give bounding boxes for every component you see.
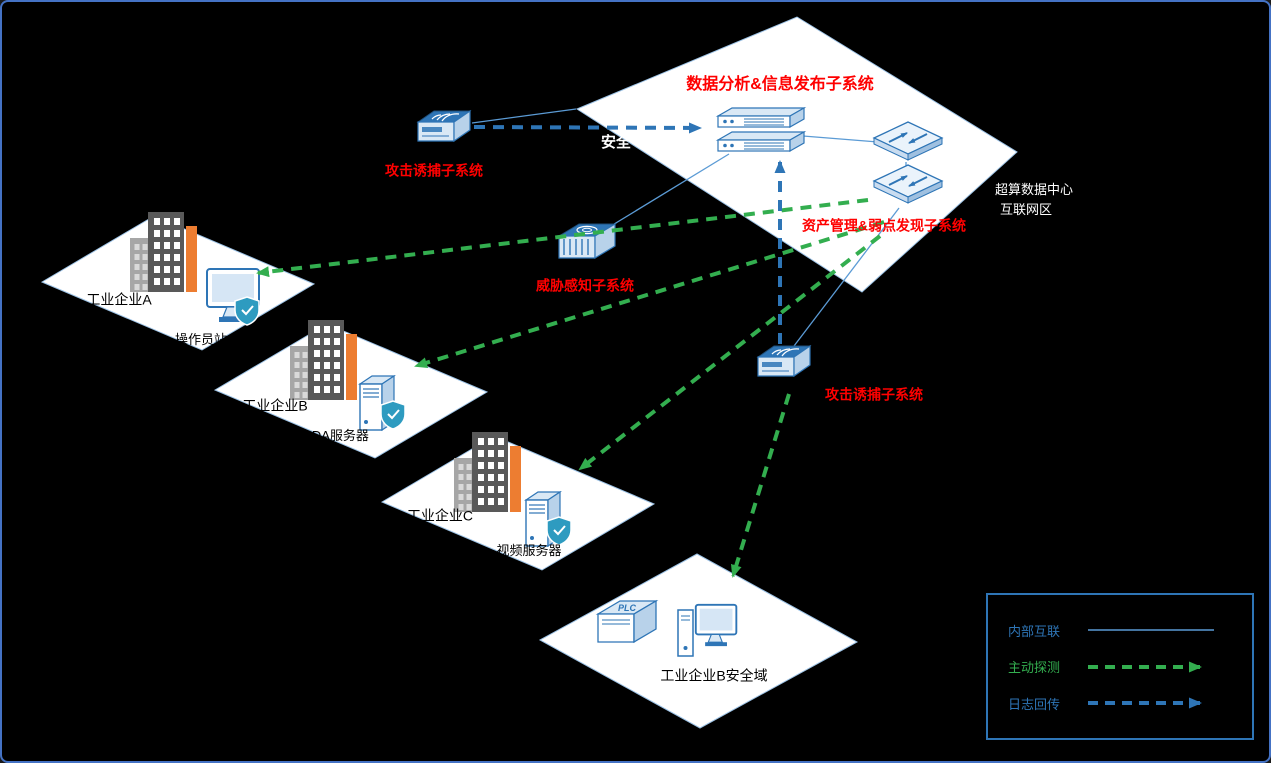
label-datacenter-line2: 互联网区 xyxy=(999,201,1053,217)
label-asset-management: 资产管理&弱点发现子系统 xyxy=(801,217,967,234)
legend-item-internal: 内部互联 xyxy=(1008,621,1232,640)
internal-link-line xyxy=(605,153,730,230)
probe-arrow-to-enterprise-b xyxy=(414,220,885,369)
threat-sense-appliance-icon xyxy=(558,223,616,259)
probe-arrow-to-enterprise-a xyxy=(256,198,869,278)
active-probe-arrows xyxy=(256,198,885,578)
label-attack-trap-right: 攻击诱捕子系统 xyxy=(825,386,923,403)
label-enterprise-a: 工业企业A xyxy=(86,291,152,308)
label-enterprise-b: 工业企业B xyxy=(242,397,308,414)
label-security-zone-b: 工业企业B安全域 xyxy=(660,667,768,684)
label-data-analysis-system: 数据分析&信息发布子系统 xyxy=(686,76,874,94)
internal-link-line xyxy=(802,135,879,143)
legend-item-log: 日志回传 xyxy=(1008,694,1232,713)
legend-line-dashed-green xyxy=(1088,661,1202,672)
label-operator-station: 操作员站 xyxy=(174,331,228,347)
legend-line-solid-blue xyxy=(1088,629,1214,631)
legend-label-internal: 内部互联 xyxy=(1008,623,1061,639)
internal-link-line xyxy=(793,207,900,347)
label-datacenter-line1: 超算数据中心 xyxy=(994,181,1074,197)
legend-line-dashed-blue xyxy=(1088,697,1202,709)
label-attack-trap-left: 攻击诱捕子系统 xyxy=(385,162,483,179)
legend: 内部互联 主动探测 日志回传 xyxy=(986,593,1254,740)
legend-label-log: 日志回传 xyxy=(1008,696,1061,712)
legend-label-probe: 主动探测 xyxy=(1008,660,1061,675)
attack-trap-router-icon xyxy=(757,345,811,377)
zone-security-b xyxy=(538,553,859,729)
attack-trap-router-icon xyxy=(417,110,471,142)
label-security-partial: 安全 xyxy=(600,133,632,151)
icons xyxy=(130,107,942,657)
label-threat-sense: 威胁感知子系统 xyxy=(536,277,634,294)
label-video-server: 视频服务器 xyxy=(496,542,562,558)
label-scada-server: SCADA服务器 xyxy=(285,427,369,443)
log-arrow-left-trap-to-datacenter xyxy=(473,122,702,134)
internal-link-line xyxy=(471,108,577,124)
zone-datacenter xyxy=(575,16,1018,293)
probe-arrow-to-security-zone xyxy=(730,393,791,578)
pc-icon xyxy=(677,603,738,657)
legend-item-probe: 主动探测 xyxy=(1008,657,1232,676)
label-enterprise-c: 工业企业C xyxy=(406,507,474,524)
probe-arrow-to-enterprise-c xyxy=(578,234,882,471)
zones xyxy=(40,16,1018,729)
